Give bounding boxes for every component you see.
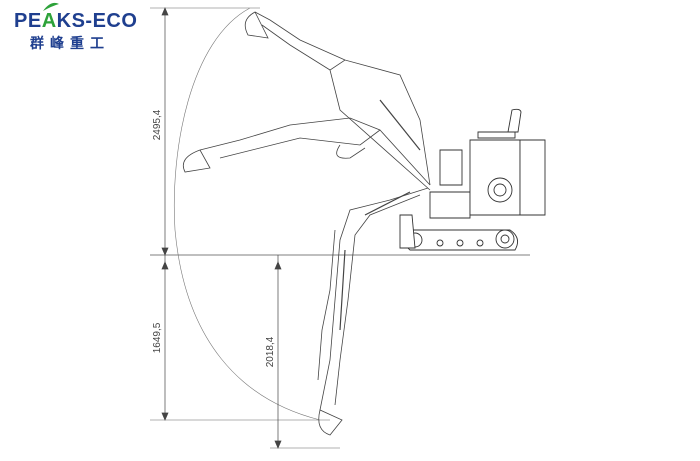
excavator xyxy=(399,108,546,251)
hydraulic-cylinder xyxy=(364,191,411,216)
boom-arm-poses xyxy=(182,11,431,436)
engine-cover xyxy=(469,139,521,216)
control-console xyxy=(439,149,463,186)
leaf-icon xyxy=(43,2,59,11)
depth-dimension-label: 1649,5 xyxy=(152,322,163,353)
vertical-depth-dimension-label: 2018,4 xyxy=(265,336,276,367)
brand-logo: PEAKS-ECO 群峰重工 xyxy=(8,2,148,52)
arrowhead xyxy=(274,261,282,270)
hydraulic-cylinder xyxy=(379,99,421,151)
arrowhead xyxy=(274,440,282,449)
counterweight xyxy=(519,139,546,216)
arrowhead xyxy=(161,247,169,256)
seat-base xyxy=(477,131,516,139)
height-dimension-label: 2495,4 xyxy=(152,109,163,140)
brand-name: PEAKS-ECO xyxy=(14,10,138,32)
brand-name-chinese: 群峰重工 xyxy=(30,36,110,52)
boom-pose-deep xyxy=(317,187,429,436)
fan-hub xyxy=(493,183,507,197)
crawler-track xyxy=(401,229,519,251)
seat-back xyxy=(507,108,522,133)
swing-base xyxy=(429,191,471,219)
dozer-blade xyxy=(399,214,416,249)
digging-envelope-arc xyxy=(173,7,321,421)
boom-pose-mid xyxy=(182,117,431,186)
arrowhead xyxy=(161,261,169,270)
arrowhead xyxy=(161,7,169,16)
arrowhead xyxy=(161,412,169,421)
boom-pose-high xyxy=(244,11,431,191)
hydraulic-cylinder xyxy=(339,249,346,331)
